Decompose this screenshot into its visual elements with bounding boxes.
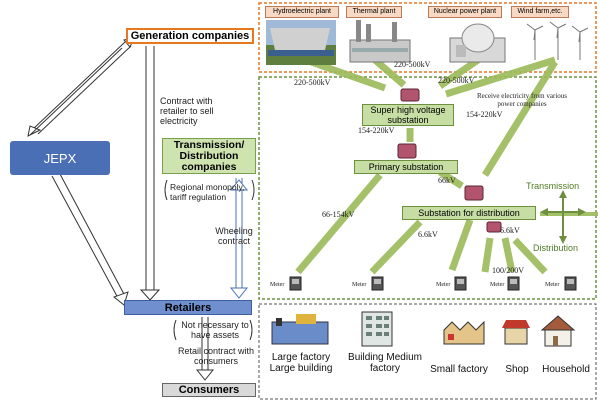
voltage-label: 220-500kV <box>438 76 475 85</box>
meter-label: Meter <box>270 282 285 288</box>
voltage-label: 6.6kV <box>418 230 438 239</box>
customer-label-household: Household <box>542 364 590 375</box>
generation-companies-box: Generation companies <box>126 28 254 44</box>
contract-note: Contract with retailer to sell electrici… <box>160 96 214 126</box>
grid-frame <box>258 76 597 300</box>
meter-label: Meter <box>490 282 505 288</box>
regional-monopoly-note: Regional monopoly, tariff regulation <box>170 182 245 202</box>
meter-icons <box>289 276 577 291</box>
customer-label-shop: Shop <box>505 364 529 375</box>
thermal-plant-picture <box>349 20 411 63</box>
voltage-label: 154-220kV <box>466 110 503 119</box>
meter-label: Meter <box>436 282 451 288</box>
generation-frame <box>258 2 597 73</box>
jepx-box: JEPX <box>10 141 110 175</box>
large-factory-picture <box>271 314 329 345</box>
voltage-label: 100/200V <box>492 266 524 275</box>
retailers-box: Retailers <box>124 300 252 315</box>
transformer-icons <box>397 88 502 233</box>
customer-label-large-factory: Large factory Large building <box>269 352 333 374</box>
primary-substation-label: Primary substation <box>354 160 458 174</box>
meter-label: Meter <box>352 282 367 288</box>
super-hv-substation-label: Super high voltage substation <box>362 104 454 126</box>
wheeling-contract-note: Wheeling contract <box>215 226 253 246</box>
plant-label-thermal: Thermal plant <box>346 6 402 18</box>
plant-label-hydro: Hydroelectric plant <box>265 6 339 18</box>
meter-label: Meter <box>545 282 560 288</box>
voltage-label: 154-220kV <box>358 126 395 135</box>
not-necessary-note: Not necessary to have assets <box>181 320 249 340</box>
voltage-label: 6.6kV <box>500 226 520 235</box>
plant-label-wind: Wind farm,etc. <box>511 6 569 18</box>
building-picture <box>361 311 393 347</box>
voltage-label: 220-500kV <box>294 78 331 87</box>
voltage-label: 66-154kV <box>322 210 355 219</box>
nuclear-plant-picture <box>449 23 506 63</box>
receive-electricity-note: Receive electricity from various power c… <box>477 92 567 108</box>
consumers-box: Consumers <box>162 383 256 397</box>
customer-label-small-factory: Small factory <box>430 364 488 375</box>
distribution-substation-label: Substation for distribution <box>402 206 536 220</box>
wind-farm-picture <box>526 21 589 60</box>
household-picture <box>540 315 576 347</box>
voltage-label: 66kV <box>438 176 456 185</box>
plant-label-nuclear: Nuclear power plant <box>428 6 502 18</box>
transmission-label: Transmission <box>526 181 580 191</box>
hydro-plant-picture <box>266 20 336 65</box>
customer-label-building: Building Medium factory <box>348 352 422 374</box>
retail-contract-note: Retail contract with consumers <box>177 346 255 366</box>
customer-frame <box>258 303 597 400</box>
td-companies-box: Transmission/ Distribution companies <box>162 138 256 174</box>
voltage-label: 220-500kV <box>394 60 431 69</box>
small-factory-picture <box>443 320 485 345</box>
shop-picture <box>502 320 530 345</box>
distribution-label: Distribution <box>533 243 579 253</box>
